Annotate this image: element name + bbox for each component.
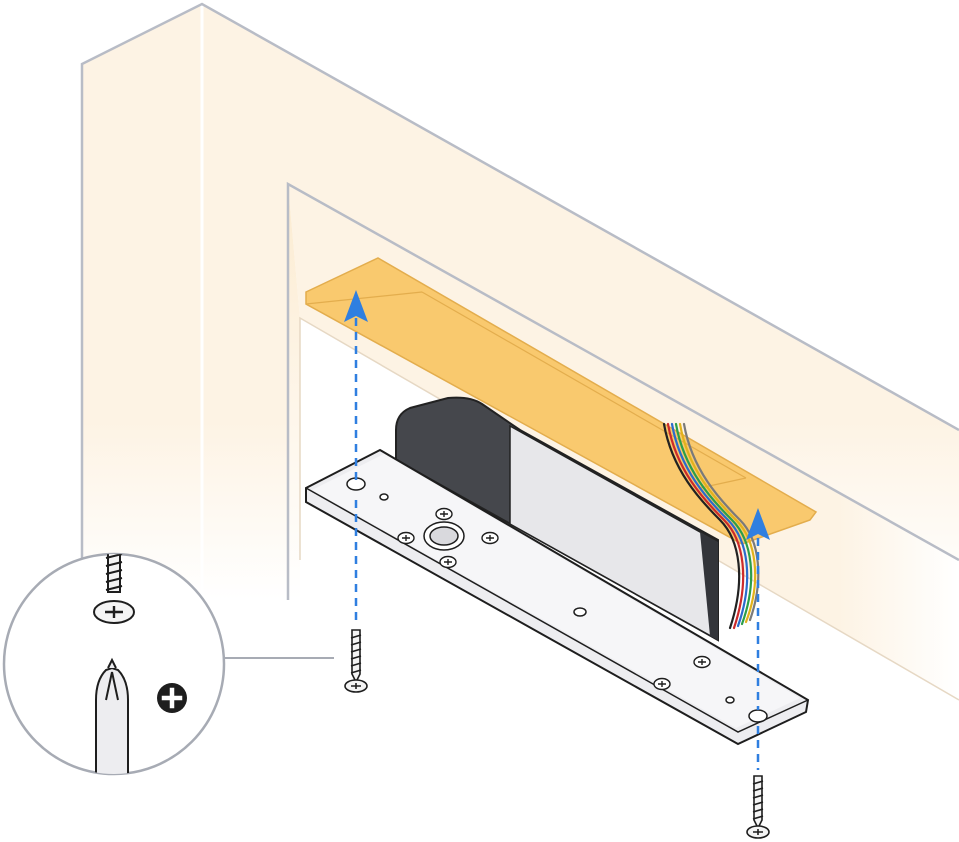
- pin-hole: [379, 493, 389, 501]
- tool-callout: [2, 552, 334, 776]
- screw-hole: [748, 709, 768, 723]
- screw-right: [746, 775, 770, 839]
- phillips-head-icon: [157, 683, 187, 713]
- arrow-up-icon: [344, 290, 368, 322]
- screw-left: [344, 629, 368, 693]
- plate-screws: [397, 507, 711, 691]
- screw-icon: [344, 629, 368, 693]
- plate-holes: [346, 477, 768, 723]
- screw-icon: [93, 554, 135, 624]
- alignment-guides: [344, 290, 770, 770]
- mounting-plate: [305, 448, 810, 746]
- arrow-up-icon: [746, 508, 770, 540]
- screw-icon: [746, 775, 770, 839]
- screwdriver-icon: [95, 657, 129, 774]
- pin-hole: [573, 607, 587, 617]
- pin-hole: [725, 696, 735, 704]
- lock-body: [395, 396, 719, 642]
